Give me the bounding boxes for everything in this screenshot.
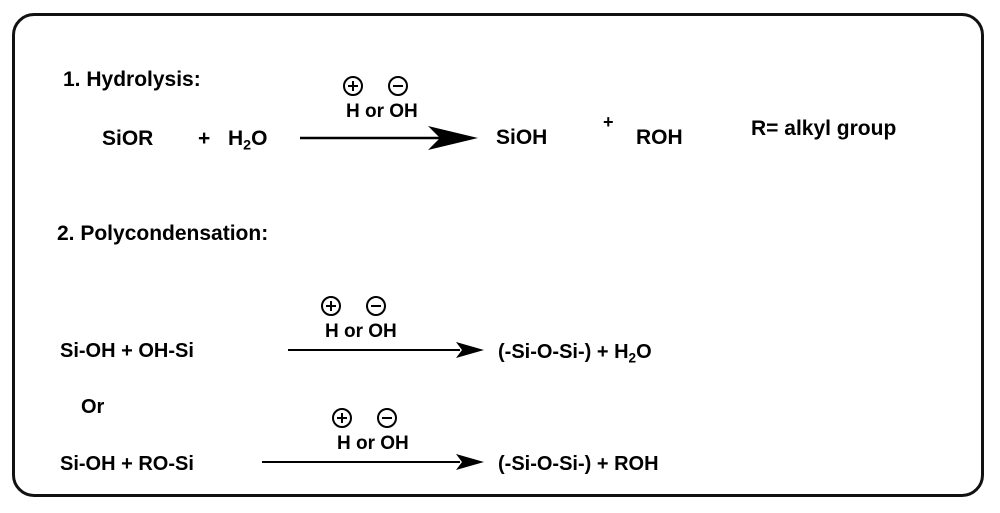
or-label: Or	[81, 396, 105, 418]
hydrolysis-conditions: H or OH	[346, 101, 418, 122]
product-siloxane-alcohol: (-Si-O-Si-) + ROH	[498, 453, 659, 475]
condensation-conditions: H or OH	[337, 433, 409, 454]
product-roh: ROH	[636, 126, 683, 149]
reactant-sior: SiOR	[102, 127, 154, 150]
polycondensation-title: 2. Polycondensation:	[57, 222, 269, 245]
circled-minus-icon	[377, 408, 397, 428]
right-arrow-icon	[300, 126, 478, 150]
plus-sign: +	[603, 112, 614, 132]
circled-plus-icon	[343, 76, 363, 96]
right-arrow-icon	[262, 454, 484, 470]
circled-minus-icon	[388, 76, 408, 96]
circled-minus-icon	[366, 296, 386, 316]
reactants-silanol-silanol: Si-OH + OH-Si	[60, 340, 194, 362]
hydrolysis-title: 1. Hydrolysis:	[63, 68, 201, 91]
circled-plus-icon	[332, 408, 352, 428]
right-arrow-icon	[288, 342, 484, 358]
diagram-frame	[12, 13, 984, 497]
circled-plus-icon	[321, 296, 341, 316]
product-siloxane-water: (-Si-O-Si-) + H2O	[498, 341, 652, 366]
product-sioh: SiOH	[496, 126, 548, 149]
reactants-silanol-alkoxysilane: Si-OH + RO-Si	[60, 453, 194, 475]
condensation-conditions: H or OH	[325, 321, 397, 342]
plus-sign: +	[198, 127, 211, 150]
r-group-note: R= alkyl group	[751, 117, 897, 140]
reactant-water: H2O	[228, 127, 268, 154]
